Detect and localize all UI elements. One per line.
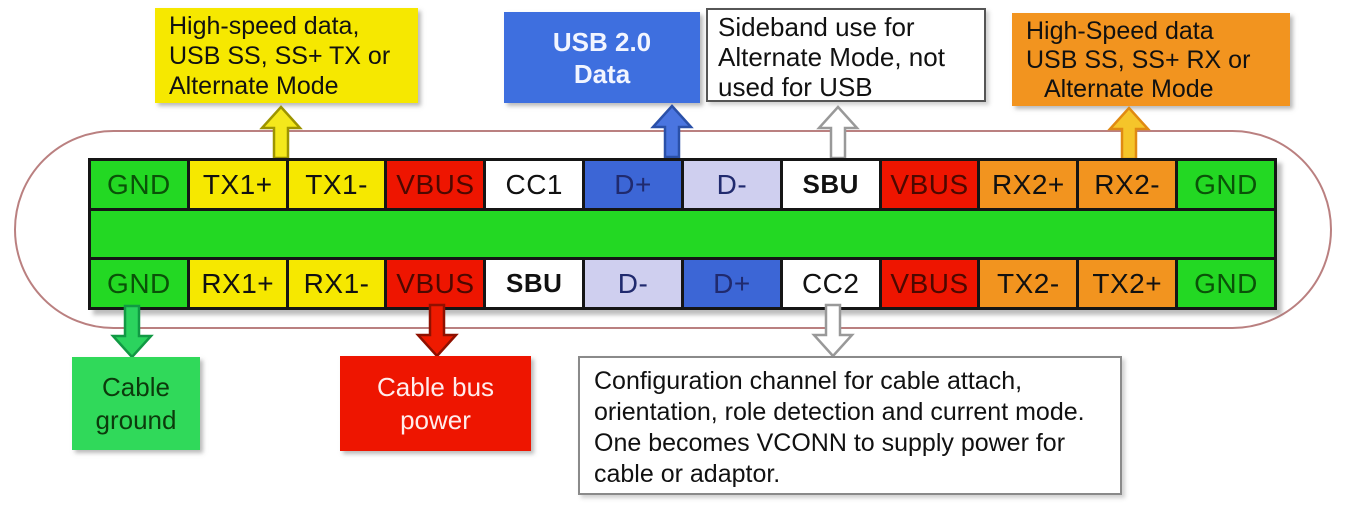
callout-config-line: cable or adaptor. (594, 460, 781, 488)
callout-usb2-line: Data (573, 58, 631, 89)
pin-top-dplus: D+ (585, 161, 681, 208)
callout-sideband-use: Sideband use for Alternate Mode, not use… (706, 8, 986, 102)
sideband-up-arrow-icon (816, 105, 860, 160)
pin-top-sbu: SBU (782, 161, 879, 208)
callout-power-line: Cable bus (376, 371, 495, 402)
pin-bottom-gnd: GND (91, 260, 187, 307)
callout-config-line: orientation, role detection and current … (594, 398, 1085, 426)
pin-bottom-sbu: SBU (486, 260, 583, 307)
pin-top-cc1: CC1 (486, 161, 583, 208)
pin-top-vbus: VBUS (881, 161, 978, 208)
pin-bottom-dplus: D+ (683, 260, 780, 307)
callout-tx-line: High-speed data, (169, 12, 360, 40)
callout-sideband-line: Sideband use for (718, 12, 915, 42)
pin-top-tx1plus: TX1+ (189, 161, 286, 208)
callout-config-line: Configuration channel for cable attach, (594, 367, 1023, 395)
callout-usb2-data: USB 2.0 Data (504, 12, 700, 103)
pin-bottom-vbus: VBUS (881, 260, 978, 307)
callout-tx-high-speed-data: High-speed data, USB SS, SS+ TX or Alter… (155, 8, 418, 103)
callout-config-line: One becomes VCONN to supply power for (594, 429, 1066, 457)
callout-usb2-line: USB 2.0 (552, 26, 652, 57)
pin-bottom-cc2: CC2 (782, 260, 879, 307)
callout-rx-line: Alternate Mode (1044, 75, 1214, 103)
ground-band (91, 211, 1274, 257)
callout-rx-line: USB SS, SS+ RX or (1026, 46, 1251, 74)
callout-ground-line: ground (95, 404, 177, 435)
usb2-up-arrow-icon (650, 104, 694, 159)
pin-top-tx1minus: TX1- (288, 161, 385, 208)
ground-down-arrow-icon (110, 304, 154, 359)
pin-bottom-vbus: VBUS (387, 260, 484, 307)
pin-bottom-rx1plus: RX1+ (189, 260, 286, 307)
pin-top-dminus: D- (683, 161, 780, 208)
pin-bottom-dminus: D- (585, 260, 681, 307)
pin-top-gnd: GND (91, 161, 187, 208)
callout-cable-bus-power: Cable bus power (340, 356, 531, 451)
pin-bottom-rx1minus: RX1- (288, 260, 385, 307)
pin-top-rx2minus: RX2- (1079, 161, 1176, 208)
config-down-arrow-icon (811, 303, 855, 358)
pin-bottom-tx2minus: TX2- (980, 260, 1077, 307)
callout-configuration-channel: Configuration channel for cable attach, … (578, 356, 1122, 495)
pin-top-gnd: GND (1178, 161, 1274, 208)
callout-rx-high-speed-data: High-Speed data USB SS, SS+ RX or Altern… (1012, 13, 1290, 106)
callout-sideband-line: Alternate Mode, not (718, 42, 945, 72)
callout-tx-line: Alternate Mode (169, 72, 339, 100)
rx-up-arrow-icon (1107, 106, 1151, 161)
callout-cable-ground: Cable ground (72, 357, 200, 450)
callout-power-line: power (400, 404, 471, 435)
pin-top-vbus: VBUS (387, 161, 484, 208)
pin-bottom-tx2plus: TX2+ (1079, 260, 1176, 307)
callout-sideband-line: used for USB (718, 72, 873, 102)
power-down-arrow-icon (415, 303, 459, 358)
callout-tx-line: USB SS, SS+ TX or (169, 42, 391, 70)
pin-top-rx2plus: RX2+ (980, 161, 1077, 208)
tx-up-arrow-icon (259, 105, 303, 160)
pin-bottom-gnd: GND (1178, 260, 1274, 307)
callout-ground-line: Cable (102, 371, 170, 402)
callout-rx-line: High-Speed data (1026, 17, 1214, 45)
